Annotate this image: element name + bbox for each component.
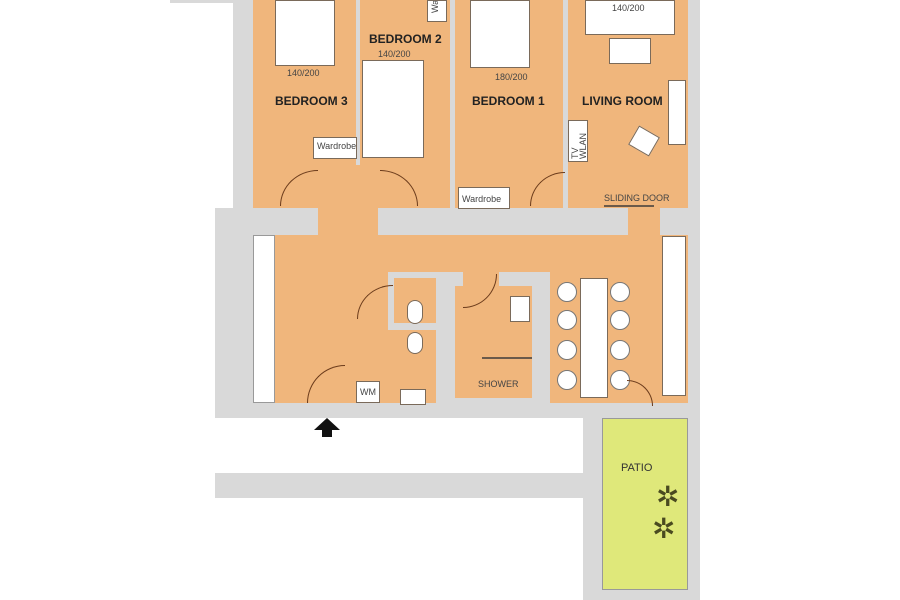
chair <box>557 370 577 390</box>
wall-top-left <box>170 0 235 3</box>
wardrobe-label: Wardrobe <box>462 194 502 204</box>
chair <box>557 340 577 360</box>
dining-table <box>580 278 608 398</box>
patio <box>602 418 688 590</box>
shelf-living <box>668 80 686 145</box>
path <box>215 473 585 498</box>
shower-tray <box>510 296 530 322</box>
bed-size-bedroom-2: 140/200 <box>378 49 411 59</box>
shower-door-gap <box>463 272 499 288</box>
wm: WM <box>356 381 380 403</box>
label-living-room: LIVING ROOM <box>582 94 663 108</box>
bed-bedroom-2 <box>362 60 424 158</box>
plant-icon: ✲ <box>656 481 680 512</box>
sink <box>400 389 426 405</box>
entrance-arrow-icon <box>314 418 340 430</box>
bed-bedroom-3 <box>275 0 335 66</box>
label-bedroom-3: BEDROOM 3 <box>275 94 348 108</box>
wardrobe-bedroom-2: Wardr <box>427 0 447 22</box>
bidet <box>407 332 423 354</box>
storage <box>253 235 275 403</box>
toilet <box>407 300 423 324</box>
chair <box>557 310 577 330</box>
chair <box>557 282 577 302</box>
living-opening <box>628 205 660 237</box>
label-shower: SHOWER <box>478 379 519 389</box>
label-patio: PATIO <box>621 462 653 474</box>
table-living <box>609 38 651 64</box>
label-bedroom-1: BEDROOM 1 <box>472 94 545 108</box>
corridor <box>318 165 378 237</box>
bed-bedroom-1 <box>470 0 530 68</box>
wall-left-lower <box>215 208 255 418</box>
wardrobe-label: Wardrobe <box>317 141 357 151</box>
bed-size-bedroom-3: 140/200 <box>287 68 320 78</box>
wm-label: WM <box>360 387 376 397</box>
label-bedroom-2: BEDROOM 2 <box>369 32 442 46</box>
chair <box>610 282 630 302</box>
wardrobe-label: Wardr <box>430 0 440 13</box>
chair <box>610 310 630 330</box>
sliding-door[interactable] <box>604 205 654 207</box>
wlan-label: WLAN <box>578 132 588 159</box>
wardrobe-bedroom-3: Wardrobe <box>313 137 357 159</box>
wardrobe-bedroom-1: Wardrobe <box>458 187 510 209</box>
chair <box>610 340 630 360</box>
plant-icon: ✲ <box>652 513 676 544</box>
bed-living <box>585 0 675 35</box>
entrance-arrow-stem <box>322 429 332 437</box>
bed-size-living: 140/200 <box>612 3 645 13</box>
bed-size-bedroom-1: 180/200 <box>495 72 528 82</box>
shower-screen <box>482 357 532 359</box>
label-sliding-door: SLIDING DOOR <box>604 193 670 203</box>
kitchen-counter <box>662 236 686 396</box>
